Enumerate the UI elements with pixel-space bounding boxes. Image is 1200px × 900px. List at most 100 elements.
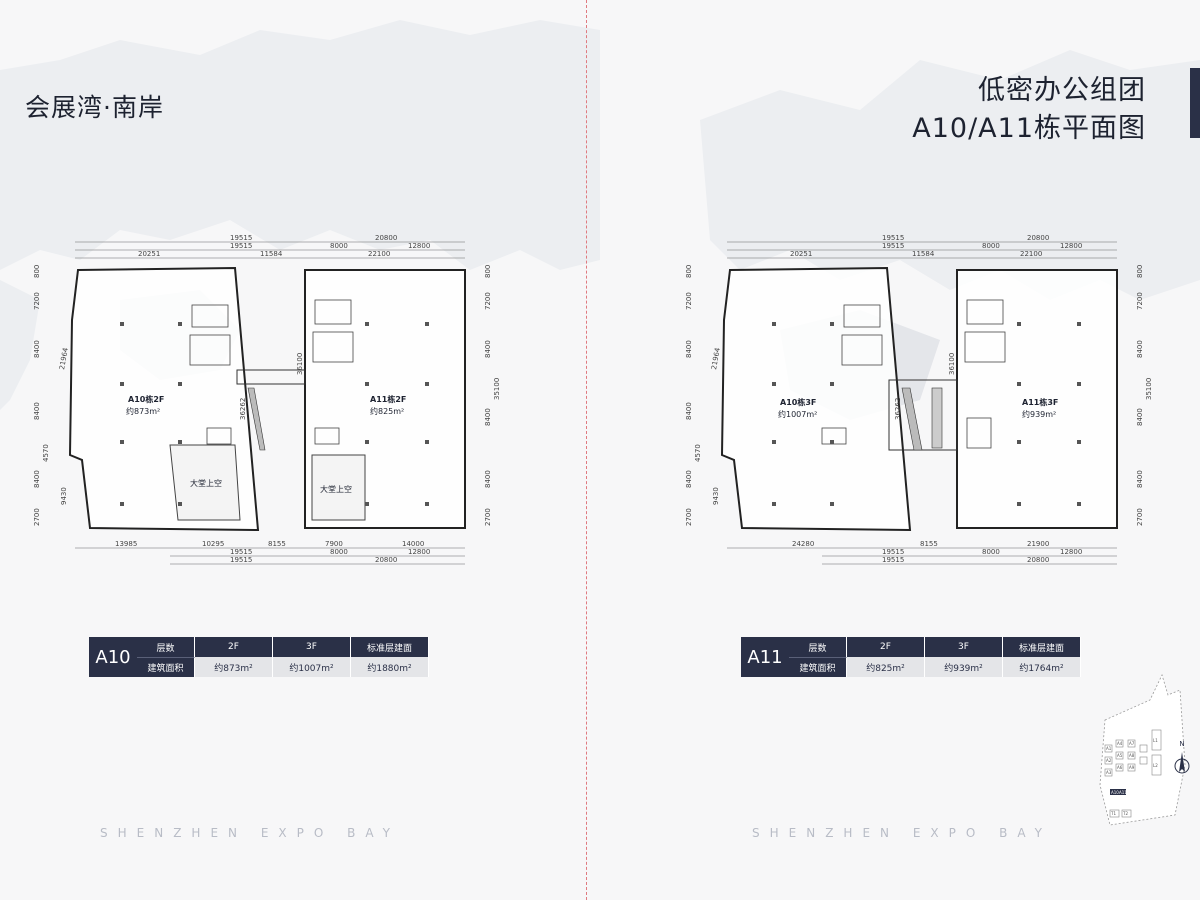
unit-a11-2f-area: 约825m² (370, 406, 404, 416)
unit-a10-3f-name: A10栋3F (780, 397, 816, 407)
dim3-right-4: 35100 (1145, 378, 1152, 400)
dim-right-8: 36100 (296, 353, 304, 375)
dim3-bottom-1: 24280 (792, 540, 814, 548)
north-arrow-icon (1174, 752, 1190, 774)
table-a11: A11 层数 2F 3F 标准层建面 建筑面积 约825m² 约939m² 约1… (741, 637, 1081, 677)
dim-left-10: 21964 (58, 346, 70, 370)
dim3-left-6: 4570 (694, 444, 702, 462)
site-label-5: A6 (1117, 765, 1123, 770)
table-a11-row-0: 建筑面积 (789, 657, 847, 677)
unit-a10-2f-area: 约873m² (126, 406, 160, 416)
table-a11-row-1: 约825m² (847, 657, 925, 677)
dim3-top-1: 19515 (882, 234, 904, 242)
lobby-a10-label: 大堂上空 (190, 478, 222, 488)
unit-a10-2f-name: A10栋2F (128, 394, 164, 404)
dim3-bottom-8: 20800 (1027, 556, 1049, 564)
lobby-a11-label: 大堂上空 (320, 484, 352, 494)
table-a11-header-0: 层数 (789, 637, 847, 657)
table-a11-code: A11 (741, 637, 789, 677)
footer-right: SHENZHEN EXPO BAY (752, 826, 1052, 840)
table-a10-header-3: 标准层建面 (351, 637, 429, 657)
site-label-11: T1 (1110, 811, 1116, 816)
dim3-left-10: 21964 (710, 346, 722, 370)
unit-a10-3f-area: 约1007m² (778, 409, 817, 419)
dim-right-3: 8400 (484, 340, 492, 358)
dim3-right-1: 800 (1136, 265, 1144, 278)
brand-title: 会展湾·南岸 (25, 93, 164, 122)
dim-left-3: 8400 (33, 340, 41, 358)
site-highlight-a10-a11 (1110, 789, 1126, 795)
dim-right-2: 7200 (484, 292, 492, 310)
table-a10: A10 层数 2F 3F 标准层建面 建筑面积 约873m² 约1007m² 约… (89, 637, 429, 677)
site-key-map: A1 A2 A3 A4 A5 A6 A7 A8 A9 A10 A11 T1 T2… (1099, 673, 1186, 826)
dim-right-6: 8400 (484, 470, 492, 488)
floor-plan-3f: 19515 20800 19515 8000 12800 20251 11584… (682, 234, 1152, 565)
site-label-14: L2 (1153, 763, 1158, 768)
dim-top-1: 19515 (230, 234, 252, 242)
table-a10-header-0: 层数 (137, 637, 195, 657)
site-label-8: A9 (1129, 765, 1135, 770)
dim3-right-7: 2700 (1136, 508, 1144, 526)
dim3-top-4: 8000 (982, 242, 1000, 250)
table-a10-header-1: 2F (195, 637, 273, 657)
dim3-right-5: 8400 (1136, 408, 1144, 426)
site-label-2: A3 (1106, 770, 1112, 775)
site-label-7: A8 (1129, 753, 1135, 758)
page-fold-line (586, 0, 587, 900)
site-label-1: A2 (1106, 758, 1112, 763)
dim-bottom-8: 12800 (408, 548, 430, 556)
site-label-9: A10 (1111, 790, 1119, 795)
dim-left-7: 8400 (33, 470, 41, 488)
dim3-left-2: 7200 (685, 292, 693, 310)
site-label-13: L1 (1153, 738, 1158, 743)
dim3-bottom-6: 12800 (1060, 548, 1082, 556)
dim-bottom-10: 20800 (375, 556, 397, 564)
page-tab-marker (1190, 68, 1200, 138)
dim3-right-8: 36100 (948, 353, 956, 375)
dim-bottom-3: 8155 (268, 540, 286, 548)
dim3-top-7: 11584 (912, 250, 935, 258)
table-a10-row-1: 约873m² (195, 657, 273, 677)
north-label: N (1179, 740, 1185, 748)
dim3-bottom-2: 8155 (920, 540, 938, 548)
unit-a11-3f-name: A11栋3F (1022, 397, 1058, 407)
dim3-bottom-4: 19515 (882, 548, 904, 556)
dim-top-2: 20800 (375, 234, 397, 242)
dim-right-4: 35100 (493, 378, 500, 400)
dim-right-9: 36262 (239, 398, 247, 420)
dim-right-7: 2700 (484, 508, 492, 526)
dim3-right-6: 8400 (1136, 470, 1144, 488)
dim3-left-4: 35100 (682, 390, 684, 412)
unit-a11-2f-name: A11栋2F (370, 394, 406, 404)
dim-bottom-7: 8000 (330, 548, 348, 556)
dim-left-5: 8400 (33, 402, 41, 420)
right-page: 低密办公组团 A10/A11栋平面图 19515 20800 19515 800… (600, 0, 1200, 900)
site-label-6: A7 (1129, 741, 1135, 746)
dim3-left-9: 2700 (685, 508, 693, 526)
dim-bottom-1: 13985 (115, 540, 137, 548)
floor-plan-2f: 19515 20800 19515 8000 12800 20251 11584… (30, 234, 500, 565)
dim-top-4: 8000 (330, 242, 348, 250)
unit-a11-3f-area: 约939m² (1022, 409, 1056, 419)
dim-left-9: 2700 (33, 508, 41, 526)
dim3-left-1: 800 (685, 265, 693, 278)
table-a11-header-1: 2F (847, 637, 925, 657)
dim-bottom-5: 14000 (402, 540, 424, 548)
table-a11-header-2: 3F (925, 637, 1003, 657)
table-a10-row-3: 约1880m² (351, 657, 429, 677)
dim3-right-2: 7200 (1136, 292, 1144, 310)
page-title-line-2: A10/A11栋平面图 (912, 113, 1146, 144)
dim-bottom-9: 19515 (230, 556, 252, 564)
dim-left-6: 4570 (42, 444, 50, 462)
site-label-0: A1 (1106, 746, 1112, 751)
dim-top-3: 19515 (230, 242, 252, 250)
dim-top-7: 11584 (260, 250, 283, 258)
dim3-bottom-7: 19515 (882, 556, 904, 564)
dim3-top-8: 22100 (1020, 250, 1042, 258)
footer-left: SHENZHEN EXPO BAY (100, 826, 400, 840)
dim-top-5: 12800 (408, 242, 430, 250)
dim3-left-8: 9430 (712, 487, 720, 505)
dim3-top-3: 19515 (882, 242, 904, 250)
table-a10-code: A10 (89, 637, 137, 677)
table-a10-row-0: 建筑面积 (137, 657, 195, 677)
